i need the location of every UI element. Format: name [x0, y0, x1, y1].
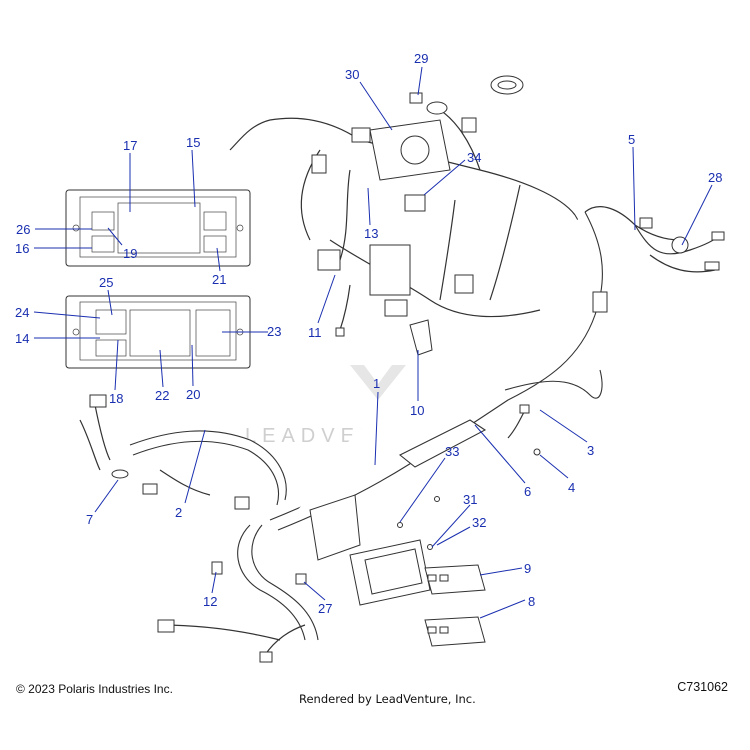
callout-17: 17: [123, 138, 137, 153]
callout-labels: 1 2 3 4 5 6 7 8 9 10 11 12 13 14 15 16 1…: [15, 51, 722, 616]
fuse-box-top: [65, 189, 251, 267]
callout-32: 32: [472, 515, 486, 530]
callout-23: 23: [267, 324, 281, 339]
callout-15: 15: [186, 135, 200, 150]
rear-sensor: [507, 404, 541, 456]
callout-29: 29: [414, 51, 428, 66]
callout-10: 10: [410, 403, 424, 418]
callout-14: 14: [15, 331, 29, 346]
callout-27: 27: [318, 601, 332, 616]
callout-33: 33: [445, 444, 459, 459]
callout-11: 11: [308, 325, 322, 340]
lower-harness: [157, 524, 319, 663]
callout-7: 7: [86, 512, 93, 527]
callout-2: 2: [175, 505, 182, 520]
callout-20: 20: [186, 387, 200, 402]
callout-3: 3: [587, 443, 594, 458]
main-harness: [229, 109, 681, 531]
relays: [424, 564, 486, 647]
relay-board: [309, 494, 440, 606]
callout-21: 21: [212, 272, 226, 287]
grommets: [409, 75, 524, 133]
left-harness: [79, 394, 287, 510]
front-connectors: [634, 217, 725, 273]
callout-1: 1: [373, 376, 380, 391]
callout-18: 18: [109, 391, 123, 406]
callout-24: 24: [15, 305, 29, 320]
callout-28: 28: [708, 170, 722, 185]
callout-5: 5: [628, 132, 635, 147]
drawing-number: C731062: [677, 680, 728, 694]
copyright-notice: © 2023 Polaris Industries Inc.: [16, 682, 173, 696]
callout-12: 12: [203, 594, 217, 609]
callout-9: 9: [524, 561, 531, 576]
module-bracket: [351, 119, 451, 212]
callout-19: 19: [123, 246, 137, 261]
callout-4: 4: [568, 480, 575, 495]
callout-30: 30: [345, 67, 359, 82]
leader-lines: [33, 66, 713, 619]
callout-16: 16: [15, 241, 29, 256]
callout-8: 8: [528, 594, 535, 609]
callout-26: 26: [16, 222, 30, 237]
rendered-by-credit: Rendered by LeadVenture, Inc.: [299, 692, 476, 706]
connector-cluster: [311, 154, 608, 337]
callout-22: 22: [155, 388, 169, 403]
callout-13: 13: [364, 226, 378, 241]
watermark-logo: [350, 365, 406, 400]
callout-31: 31: [463, 492, 477, 507]
callout-25: 25: [99, 275, 113, 290]
callout-6: 6: [524, 484, 531, 499]
callout-34: 34: [467, 150, 481, 165]
sensor-boot: [409, 319, 433, 356]
